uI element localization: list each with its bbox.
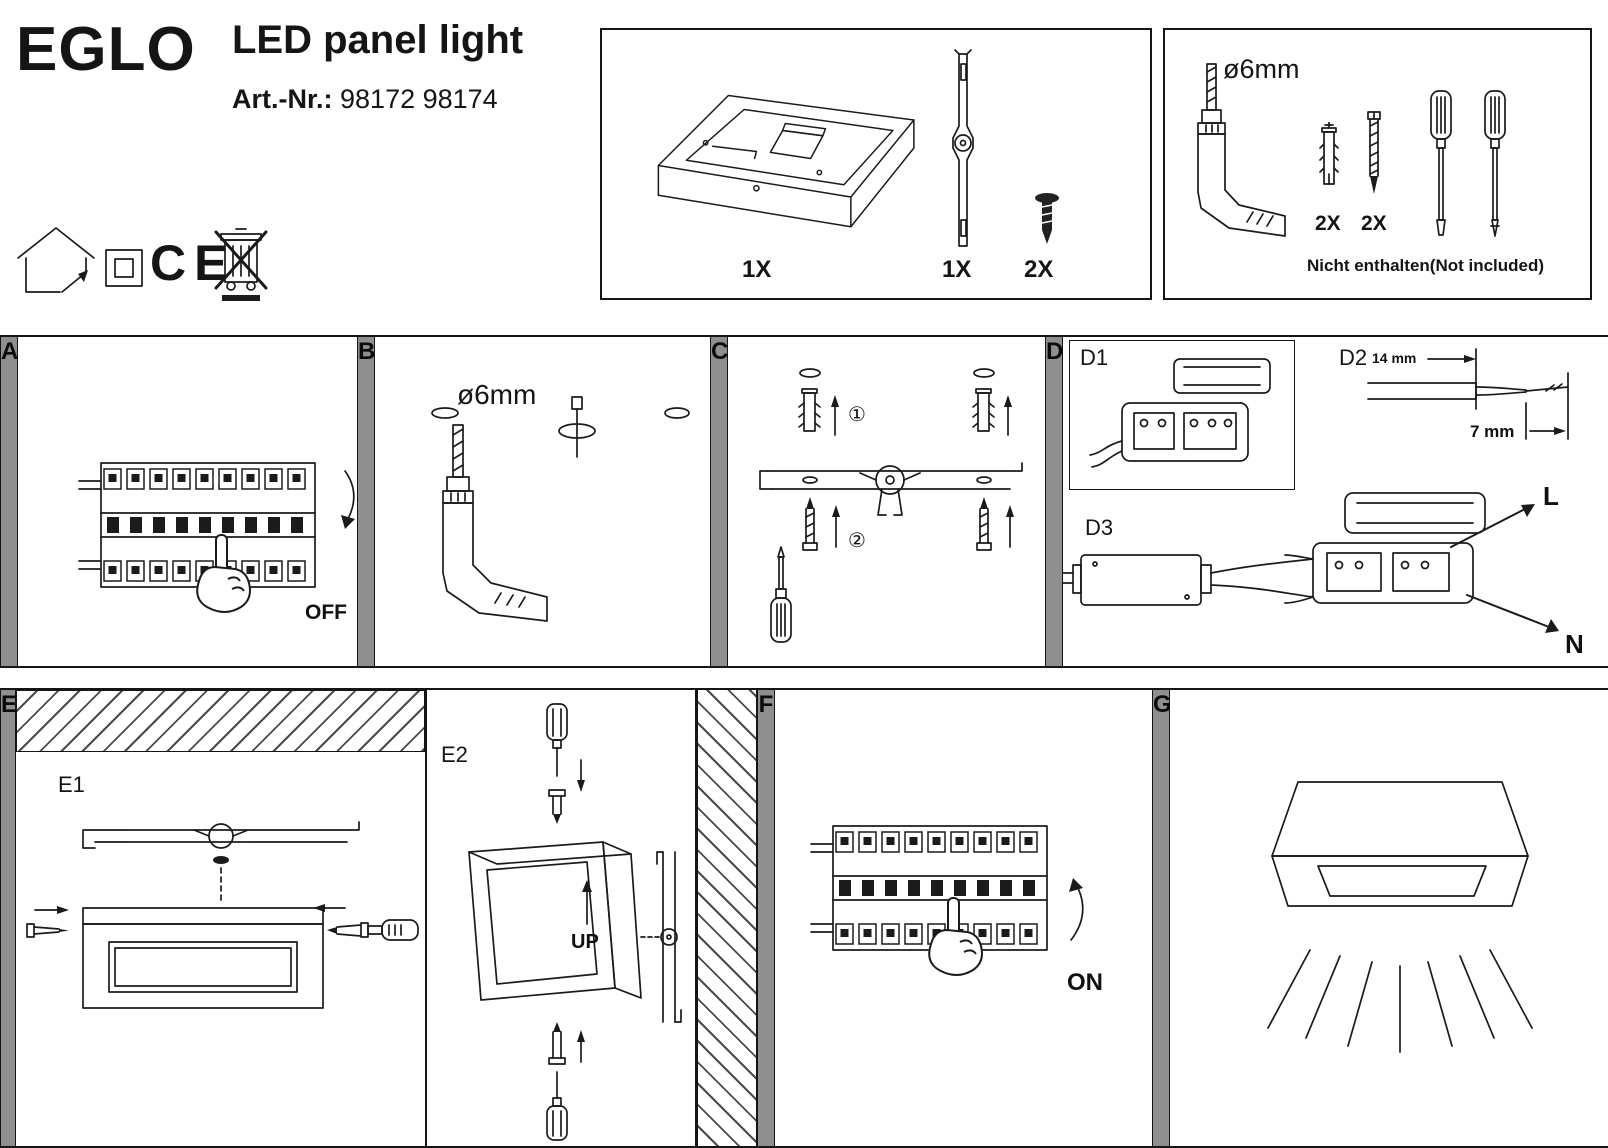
step-g-panel — [1170, 690, 1608, 1146]
svg-text:UP: UP — [571, 931, 599, 953]
screws-qty: 2X — [1024, 256, 1054, 283]
panel-a-letter: A — [1, 338, 19, 365]
double-insulation-icon — [105, 249, 143, 287]
drill-drawing — [1197, 63, 1286, 237]
steps-row-efg: E E1 — [0, 688, 1608, 1148]
not-included-note: Nicht enthalten(Not included) — [1307, 256, 1545, 275]
panel-b-bar: B — [357, 337, 375, 666]
anchor-screw-icon — [1367, 111, 1381, 194]
panel-c-bar: C — [710, 337, 728, 666]
substep-e1-label: E1 — [58, 772, 85, 797]
flat-screwdriver-icon — [1430, 90, 1452, 236]
wall-plug-icon — [1319, 122, 1339, 185]
svg-text:②: ② — [848, 530, 866, 552]
connector-box-drawing — [1089, 358, 1271, 468]
housing-qty: 1X — [742, 256, 772, 283]
drilling-drawing — [431, 396, 690, 622]
panel-d-bar: D — [1045, 337, 1063, 666]
bracket-qty: 1X — [942, 256, 972, 283]
substep-e2-label: E2 — [441, 742, 468, 767]
tools-required-box: ø6mm — [1163, 28, 1592, 300]
panel-hook-on-drawing — [26, 821, 419, 1009]
svg-text:ON: ON — [1067, 969, 1103, 996]
step-d-panel: D1 D2 — [1063, 337, 1608, 666]
brand-logo: EGLO — [16, 15, 196, 84]
breaker-off-drawing: OFF — [78, 462, 355, 624]
screws-drawing — [1035, 193, 1059, 244]
svg-text:①: ① — [848, 404, 866, 426]
panel-e-letter: E — [1, 691, 18, 718]
article-number-value: 98172 98174 — [340, 84, 498, 114]
anchor-screws-qty: 2X — [1361, 212, 1387, 235]
panel-b-letter: B — [358, 338, 376, 365]
article-number: Art.-Nr.: 98172 98174 — [232, 84, 498, 115]
article-number-label: Art.-Nr.: — [232, 84, 333, 114]
wall-hatch — [697, 690, 757, 1146]
step-c-panel: ① ② — [728, 337, 1045, 666]
phillips-screwdriver-icon — [1484, 90, 1506, 237]
package-contents-box: 1X 1X 2X — [600, 28, 1152, 300]
substep-d2-label: D2 — [1339, 345, 1368, 370]
step-b-panel: ø6mm — [375, 337, 710, 666]
ceiling-hatch — [16, 690, 425, 752]
panel-d-letter: D — [1046, 338, 1064, 365]
panel-f-bar: F — [757, 690, 775, 1146]
indoor-use-icon — [17, 227, 95, 293]
plugs-qty: 2X — [1315, 212, 1341, 235]
panel-housing-drawing — [657, 94, 915, 228]
substep-d1-label: D1 — [1080, 345, 1109, 370]
panel-g-letter: G — [1153, 691, 1172, 718]
mounting-bracket-drawing — [952, 49, 974, 247]
substep-d1-box: D1 — [1069, 340, 1295, 490]
step-a-panel: OFF — [18, 337, 357, 666]
panel-a-bar: A — [0, 337, 18, 666]
svg-text:L: L — [1543, 485, 1559, 511]
weee-bin-icon — [214, 228, 268, 301]
ce-mark: CE — [150, 235, 236, 291]
svg-text:OFF: OFF — [305, 601, 347, 624]
product-title: LED panel light — [232, 18, 524, 62]
panel-g-bar: G — [1152, 690, 1172, 1146]
panel-slide-up-drawing: UP — [468, 703, 682, 1141]
header: EGLO LED panel light Art.-Nr.: 98172 981… — [0, 0, 1608, 332]
substep-e2-box: E2 — [425, 690, 697, 1146]
step-f-panel: ON — [775, 690, 1152, 1146]
panel-e-bar: E — [0, 690, 18, 1146]
panel-c-letter: C — [711, 338, 729, 365]
substep-d3-label: D3 — [1085, 515, 1114, 540]
driver-connection-drawing: L N — [1063, 485, 1584, 659]
svg-text:14 mm: 14 mm — [1372, 350, 1416, 366]
wire-strip-drawing: 14 mm 7 mm — [1367, 348, 1569, 441]
drill-diameter-label: ø6mm — [1223, 54, 1300, 84]
light-on-drawing — [1267, 781, 1533, 1053]
panel-f-letter: F — [758, 691, 774, 718]
steps-row-abcd: A — [0, 335, 1608, 668]
bracket-fixing-drawing: ① ② — [759, 368, 1023, 643]
breaker-on-drawing: ON — [810, 825, 1103, 996]
svg-text:N: N — [1565, 629, 1584, 659]
step-e-panel: E1 — [16, 690, 425, 1146]
svg-text:7 mm: 7 mm — [1470, 422, 1514, 441]
drill-diameter-b: ø6mm — [457, 379, 537, 410]
